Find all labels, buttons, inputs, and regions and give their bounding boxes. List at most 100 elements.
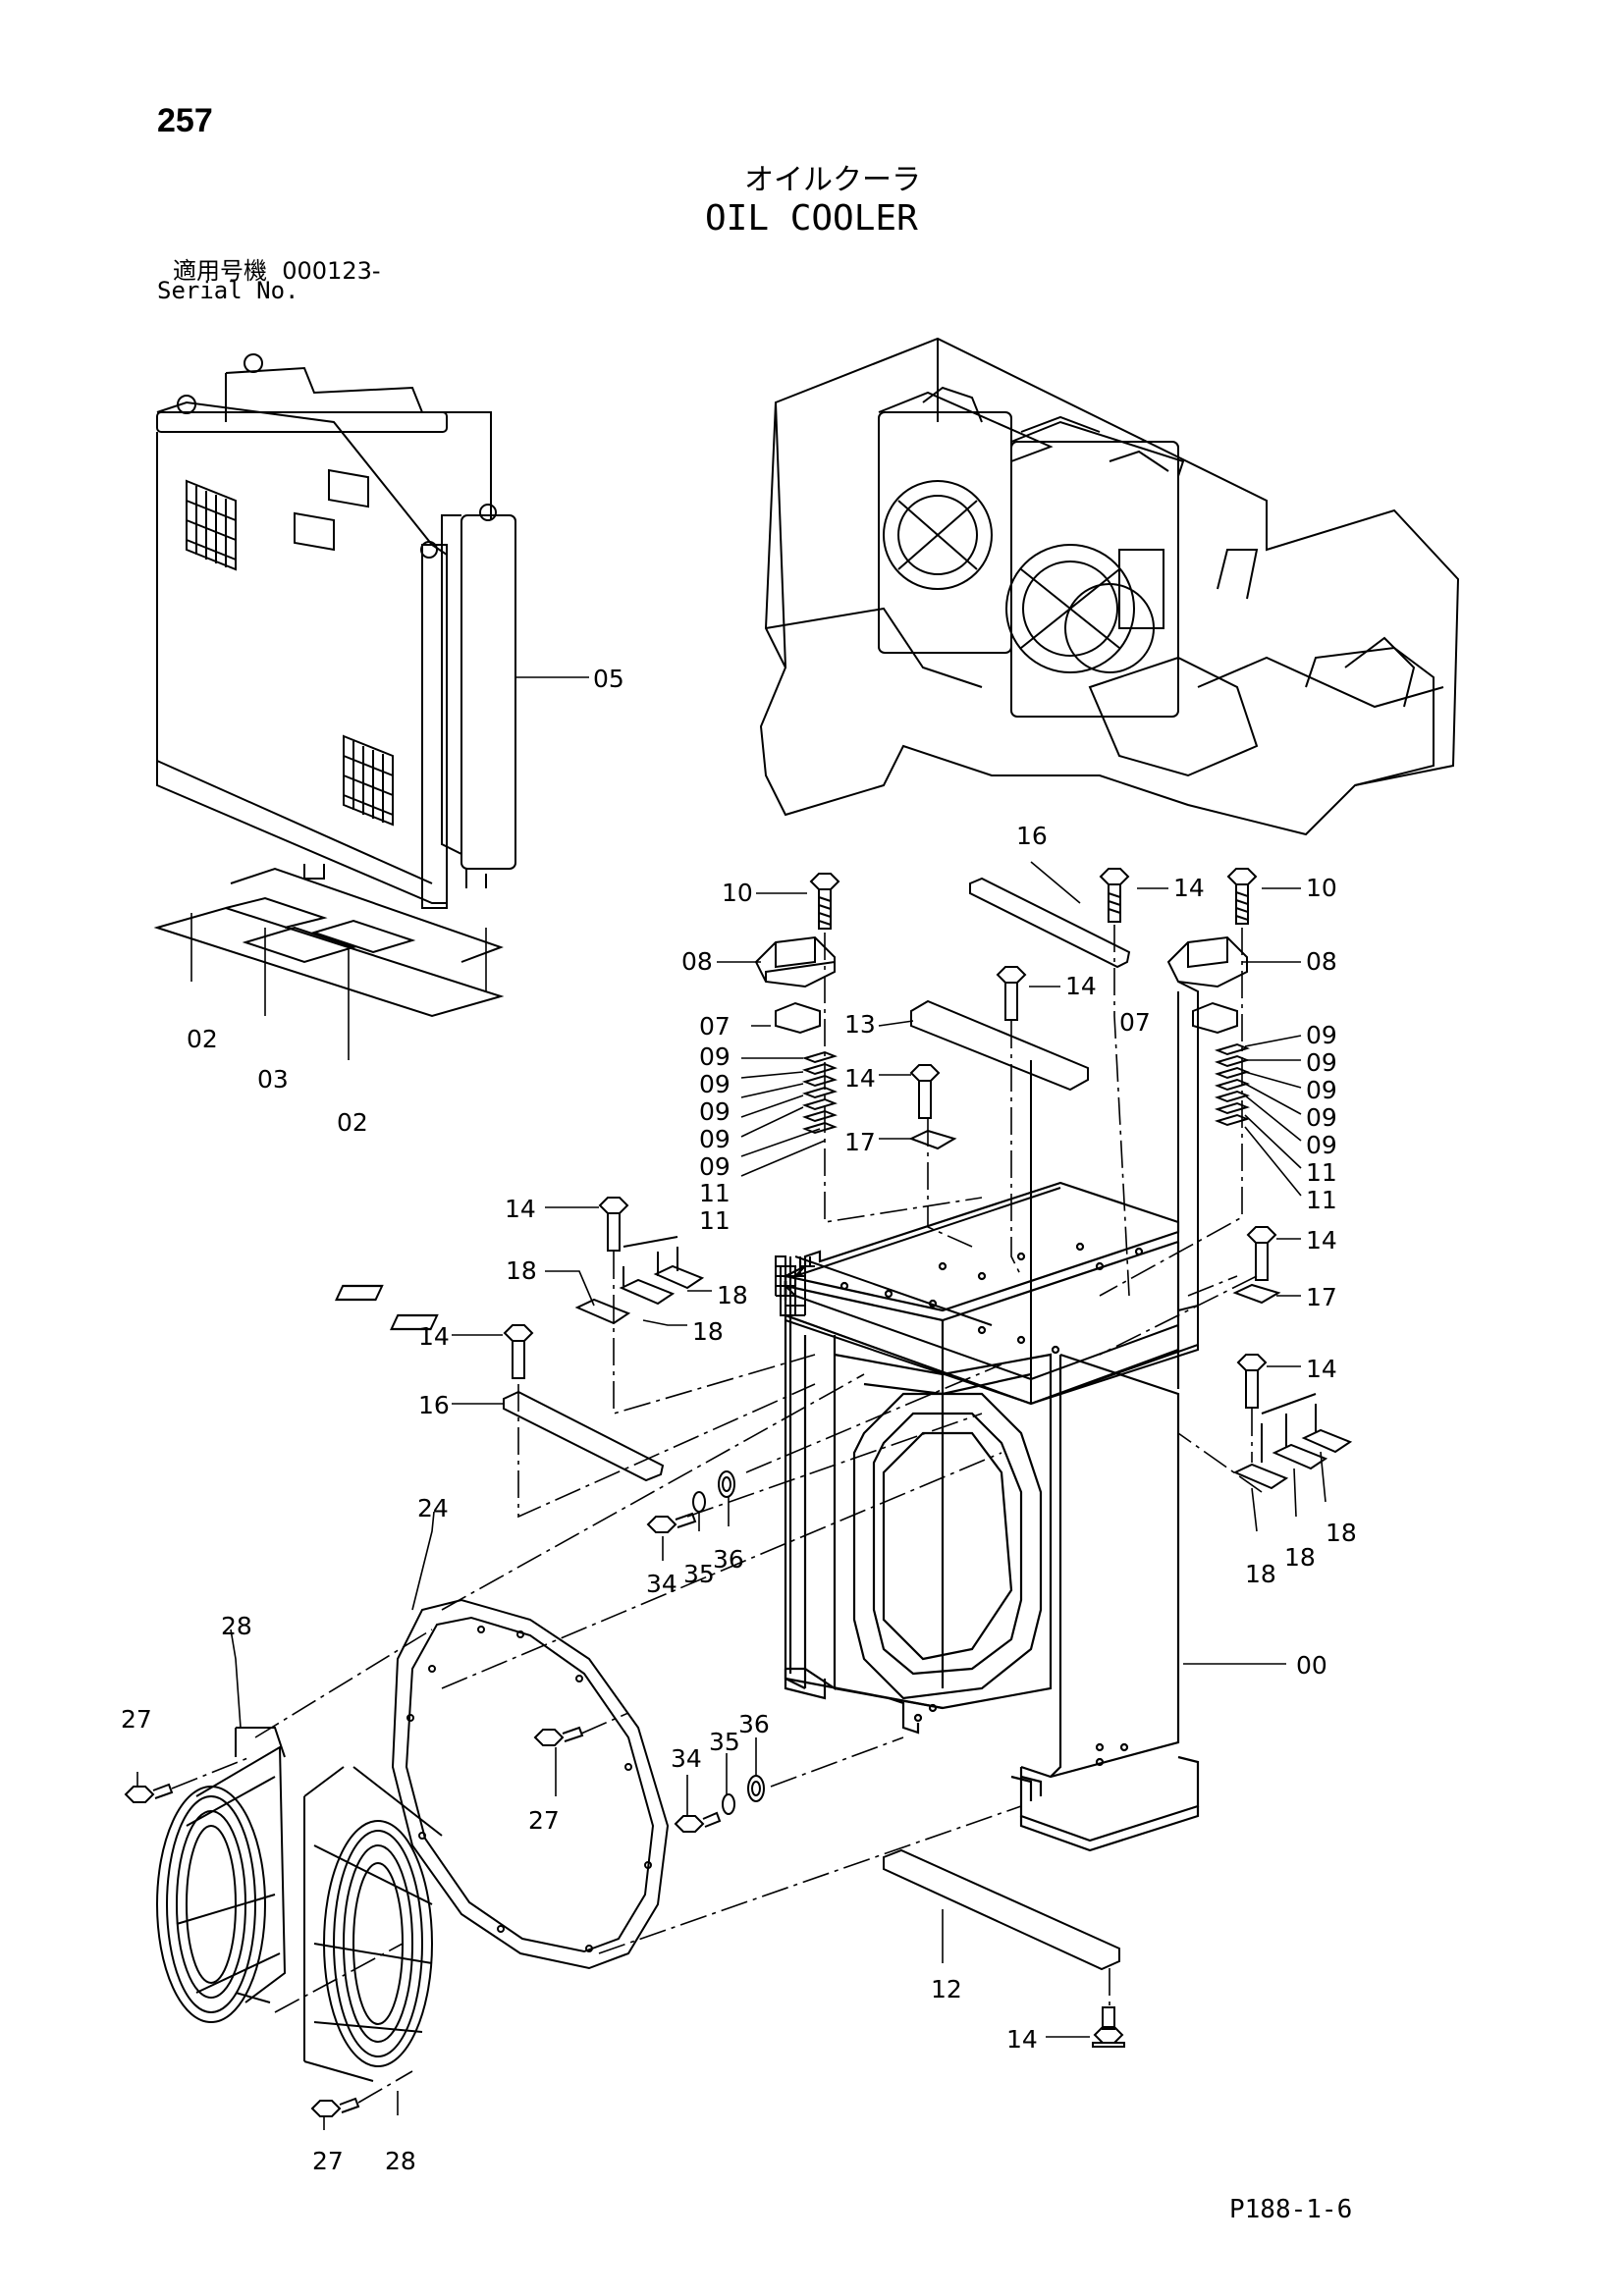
bolt-10-left xyxy=(809,873,840,930)
callout-14-bottom: 14 xyxy=(1006,2025,1038,2054)
bolt-14-left-upper xyxy=(598,1197,629,1252)
leader-lines xyxy=(136,676,1326,2130)
callout-09-l3: 09 xyxy=(699,1097,731,1126)
spacer-18-right-a xyxy=(1232,1463,1289,1490)
callout-09-l4: 09 xyxy=(699,1125,731,1153)
callout-02-right: 02 xyxy=(337,1108,368,1137)
callout-09-r5: 09 xyxy=(1306,1131,1337,1159)
callout-08-left: 08 xyxy=(681,947,713,976)
page-code: P188-1-6 xyxy=(1229,2195,1353,2224)
stay-16-left xyxy=(503,1390,665,1482)
serial-label-jp: 適用号機 xyxy=(173,257,267,285)
pad-07-left xyxy=(775,1001,821,1035)
callout-18-right-c: 18 xyxy=(1326,1519,1357,1547)
stay-12 xyxy=(883,1848,1120,1971)
bolt-27-left xyxy=(124,1783,174,1803)
callout-27-left: 27 xyxy=(121,1705,152,1734)
pad-07-right xyxy=(1192,1001,1238,1035)
callout-17-right: 17 xyxy=(1306,1283,1337,1311)
spacer-18-right-c xyxy=(1301,1428,1353,1454)
serial-label-english: Serial No. xyxy=(157,277,299,304)
callout-labels: 05 02 03 02 16 10 14 10 08 08 14 07 13 0… xyxy=(121,665,1357,2175)
washer-36-upper xyxy=(718,1470,735,1498)
page-number: 257 xyxy=(157,102,213,139)
callout-18-right-a: 18 xyxy=(1245,1560,1276,1588)
bolt-14-at-17 xyxy=(909,1064,941,1119)
plate-13 xyxy=(910,999,1089,1092)
spacer-17-right xyxy=(1232,1283,1281,1305)
callout-03: 03 xyxy=(257,1065,289,1094)
callout-02-left: 02 xyxy=(187,1025,218,1053)
callout-27-center: 27 xyxy=(528,1806,560,1835)
washer-35-lower xyxy=(722,1793,735,1815)
callout-11-l2: 11 xyxy=(699,1206,731,1235)
bolt-14-left-lower xyxy=(503,1324,534,1379)
bracket-08-right xyxy=(1166,935,1248,988)
callout-18-left-b: 18 xyxy=(717,1281,748,1309)
callout-36-lower: 36 xyxy=(738,1710,770,1738)
callout-09-r4: 09 xyxy=(1306,1103,1337,1132)
callout-18-left-c: 18 xyxy=(692,1317,724,1346)
callout-00: 00 xyxy=(1296,1651,1327,1680)
callout-16-left: 16 xyxy=(418,1391,450,1419)
callout-14-top: 14 xyxy=(1173,874,1205,902)
callout-34-upper: 34 xyxy=(646,1570,677,1598)
bracket-08-left xyxy=(754,935,836,988)
callout-18-right-b: 18 xyxy=(1284,1543,1316,1572)
spacer-17-top xyxy=(908,1129,957,1150)
bolt-14-bottom xyxy=(1092,2006,1125,2048)
radiator-core-assembly xyxy=(156,353,516,909)
fan-guard-left xyxy=(156,1727,287,2023)
callout-07-right: 07 xyxy=(1119,1008,1151,1037)
callout-12: 12 xyxy=(931,1975,962,2003)
fan-shroud-ring-24 xyxy=(391,1598,670,1970)
callout-09-l2: 09 xyxy=(699,1070,731,1098)
stay-16-top xyxy=(969,877,1131,969)
callout-35-lower: 35 xyxy=(709,1728,740,1756)
callout-09-r2: 09 xyxy=(1306,1048,1337,1077)
spacer-18-left-b xyxy=(619,1278,676,1306)
callout-24: 24 xyxy=(417,1494,449,1522)
callout-11-r2: 11 xyxy=(1306,1186,1337,1214)
engine-bay-illustration xyxy=(759,337,1460,836)
seal-plates xyxy=(153,867,505,1018)
callout-14-left-lower: 14 xyxy=(418,1322,450,1351)
callout-27-bottom: 27 xyxy=(312,2147,344,2175)
callout-11-r1: 11 xyxy=(1306,1158,1337,1187)
callout-09-l1: 09 xyxy=(699,1042,731,1071)
callout-35-upper: 35 xyxy=(683,1560,715,1588)
bolt-14-top xyxy=(1099,868,1130,923)
callout-08-right: 08 xyxy=(1306,947,1337,976)
assembly-lines xyxy=(171,925,1263,2104)
callout-09-r3: 09 xyxy=(1306,1076,1337,1104)
callout-28-bottom: 28 xyxy=(385,2147,416,2175)
serial-value: 000123- xyxy=(282,257,381,285)
bolt-14-middle xyxy=(996,966,1027,1021)
bolt-27-center xyxy=(533,1726,584,1746)
callout-11-l1: 11 xyxy=(699,1179,731,1207)
bolt-14-right-lower xyxy=(1236,1354,1268,1409)
title-japanese: オイルクーラ xyxy=(744,163,921,197)
callout-13: 13 xyxy=(844,1010,876,1039)
callout-09-r1: 09 xyxy=(1306,1021,1337,1049)
bolt-27-bottom xyxy=(310,2097,360,2117)
callout-14-at-17: 14 xyxy=(844,1064,876,1093)
washer-36-lower xyxy=(747,1775,765,1802)
fan-guard-right xyxy=(303,1766,443,2082)
title-english: OIL COOLER xyxy=(705,198,918,239)
spacer-18-right-b xyxy=(1272,1443,1328,1470)
bolt-10-right xyxy=(1226,868,1258,925)
bolt-34-upper xyxy=(646,1512,697,1533)
washer-35-upper xyxy=(692,1491,706,1513)
callout-05: 05 xyxy=(593,665,624,693)
callout-09-l5: 09 xyxy=(699,1152,731,1181)
callout-14-left-upper: 14 xyxy=(505,1195,536,1223)
callout-28-top: 28 xyxy=(221,1612,252,1640)
serial-label-japanese: 適用号機 000123- xyxy=(173,251,381,286)
callout-10-left: 10 xyxy=(722,879,753,907)
shim-stack-left xyxy=(801,1050,839,1135)
callout-10-right: 10 xyxy=(1306,874,1337,902)
callout-17-top: 17 xyxy=(844,1128,876,1156)
callout-07-left: 07 xyxy=(699,1012,731,1041)
